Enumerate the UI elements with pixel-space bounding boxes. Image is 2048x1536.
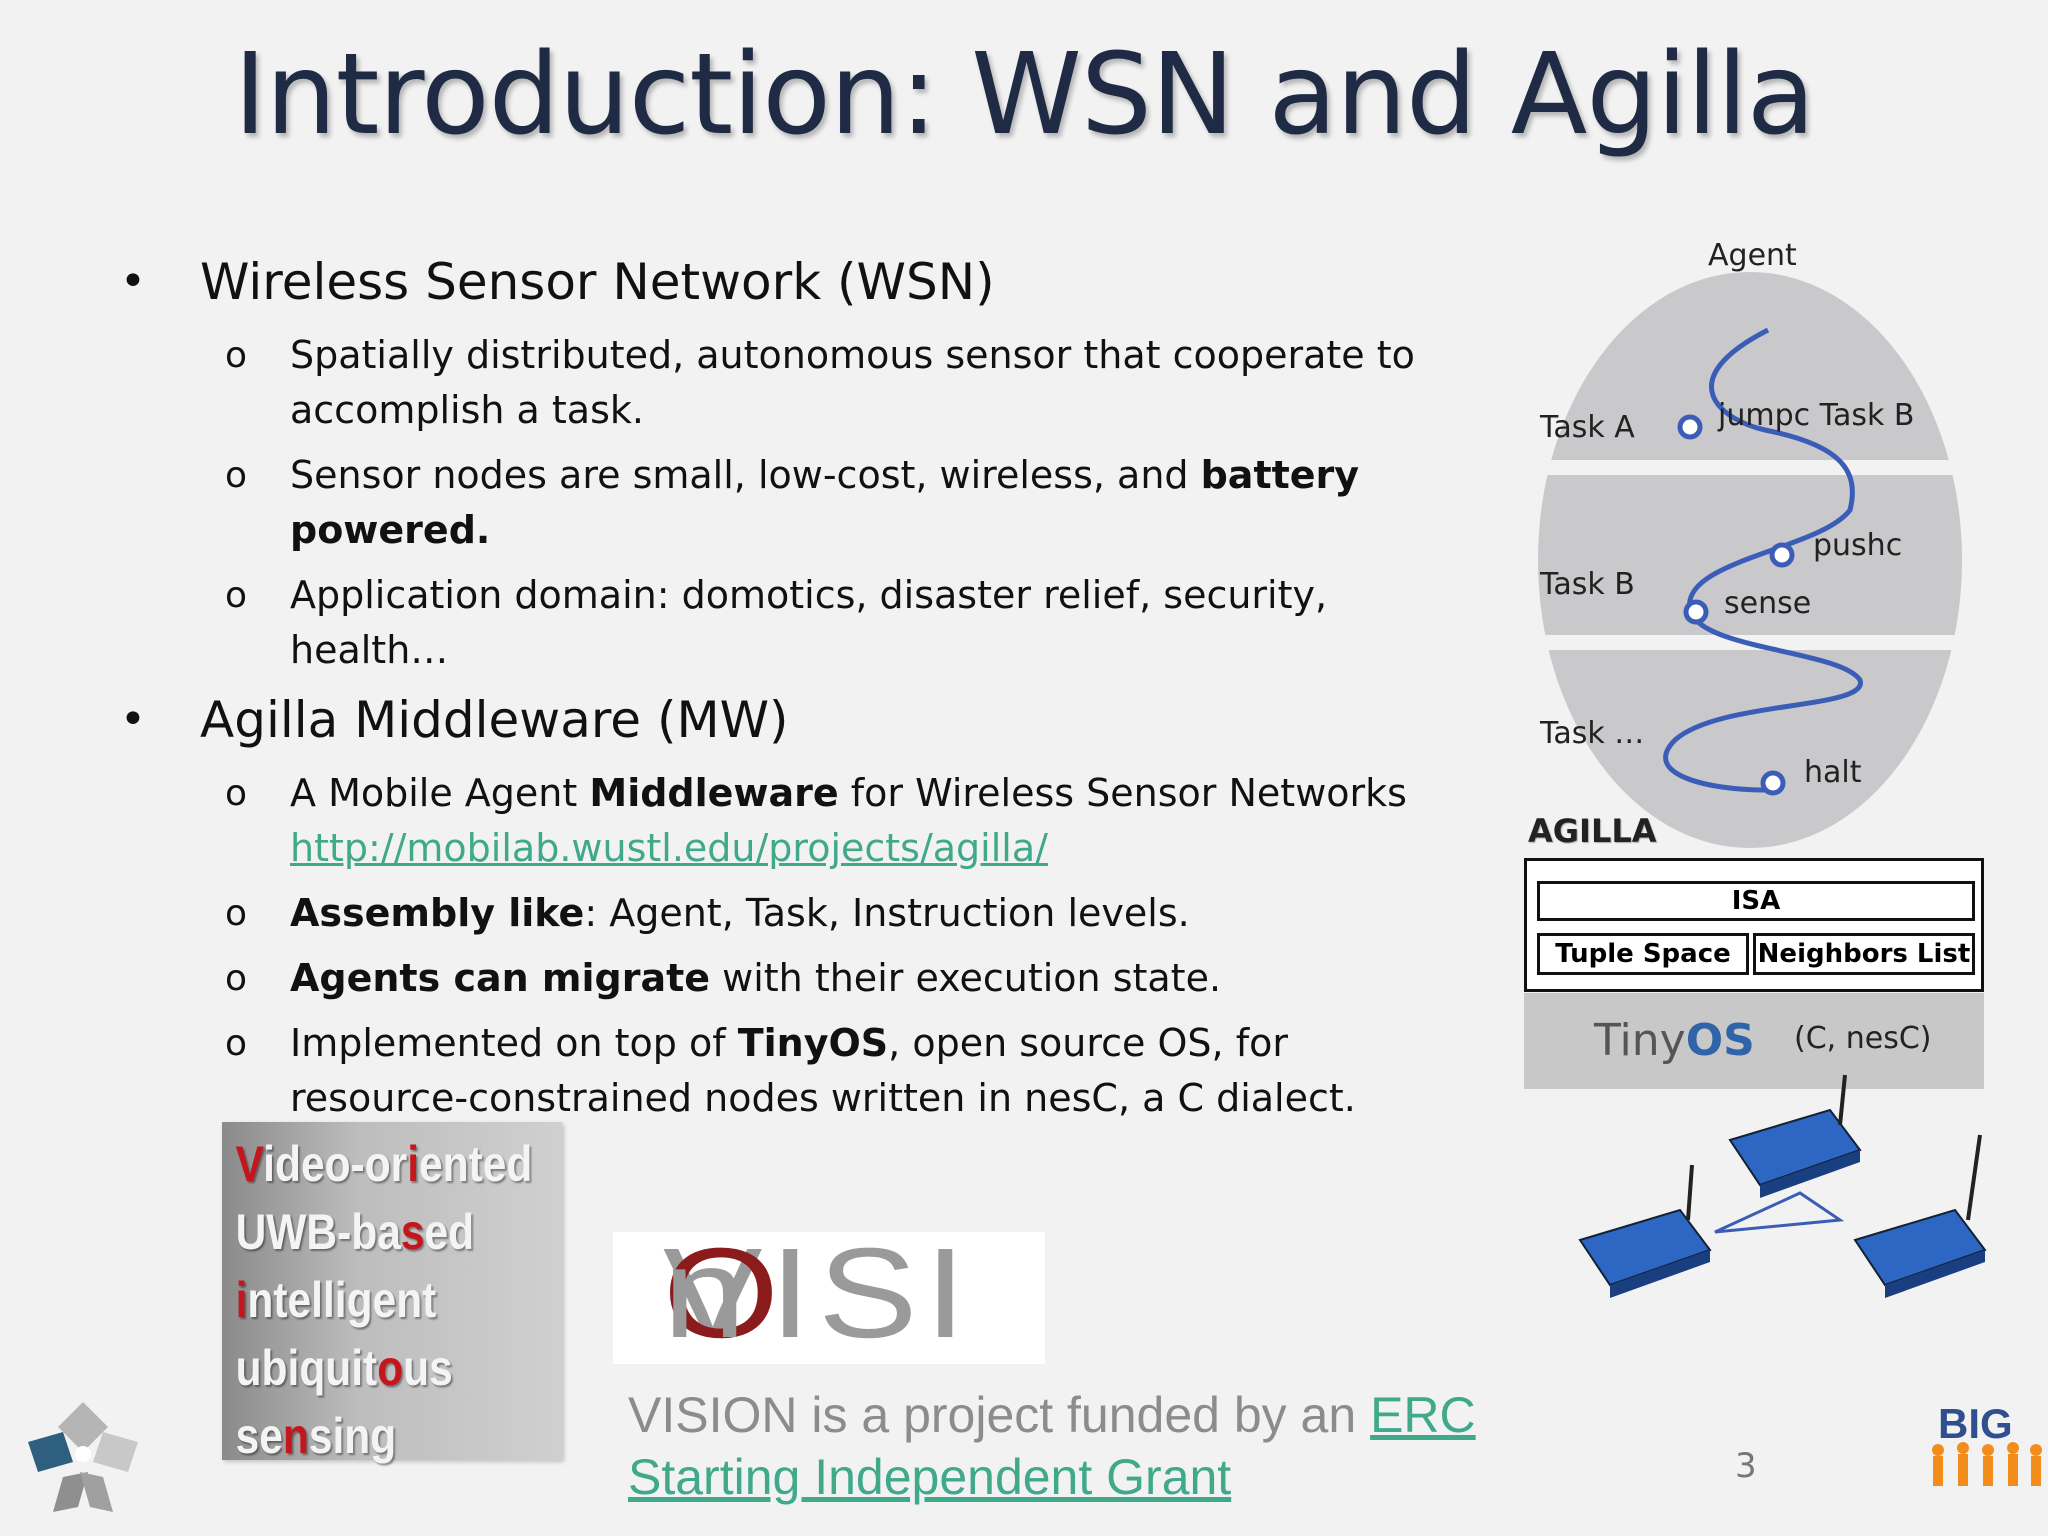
sub-bullet: o Sensor nodes are small, low-cost, wire… <box>120 448 1470 558</box>
instr-node-sense <box>1683 599 1709 625</box>
agilla-stack: ISA Tuple Space Neighbors List <box>1524 858 1984 992</box>
tinyos-layer: TinyOS (C, nesC) <box>1524 993 1984 1089</box>
acronym-text: ubiquit <box>235 1340 378 1396</box>
sub-bullet-marker: o <box>225 575 248 616</box>
acronym-text: ntelligent <box>247 1272 437 1328</box>
slide-title: Introduction: WSN and Agilla <box>233 30 1816 160</box>
wsn-heading: Wireless Sensor Network (WSN) <box>200 253 995 311</box>
vision-acronym-box: Video-oriented UWB-based intelligent ubi… <box>222 1122 562 1464</box>
acronym-letter: n <box>282 1408 309 1464</box>
sub-bullet-marker: o <box>225 958 248 999</box>
neighbors-list-block: Neighbors List <box>1753 933 1975 975</box>
agilla-item-1-bold: Middleware <box>589 771 839 815</box>
wsn-item-3: Application domain: domotics, disaster r… <box>290 573 1328 672</box>
sub-bullet: o Spatially distributed, autonomous sens… <box>120 328 1470 438</box>
agent-ellipse <box>1538 272 1962 848</box>
vision-logo-b: O <box>662 1222 787 1365</box>
wsn-item-2-text: Sensor nodes are small, low-cost, wirele… <box>290 453 1201 497</box>
sub-bullet-marker: o <box>225 893 248 934</box>
erc-grant-link[interactable]: ERC Starting Independent Grant <box>628 1387 1476 1505</box>
acronym-line: intelligent <box>222 1266 511 1334</box>
sensor-mote-icon <box>1578 1164 1712 1298</box>
sub-bullet-marker: o <box>225 455 248 496</box>
agilla-item-1-text: A Mobile Agent <box>290 771 590 815</box>
task-etc-label: Task … <box>1540 716 1645 751</box>
acronym-text: ented <box>419 1136 533 1192</box>
sub-bullet-marker: o <box>225 1023 248 1064</box>
sub-bullet: o Application domain: domotics, disaster… <box>120 568 1470 678</box>
agilla-item-1-post: for Wireless Sensor Networks <box>838 771 1407 815</box>
funding-note: VISION is a project funded by an ERC Sta… <box>628 1384 1528 1508</box>
sub-bullet: o Implemented on top of TinyOS, open sou… <box>120 1016 1470 1126</box>
sensor-mote-icon <box>1728 1074 1862 1198</box>
agilla-heading: Agilla Middleware (MW) <box>200 691 789 749</box>
isa-block: ISA <box>1537 881 1975 921</box>
task-a-label: Task A <box>1540 410 1635 445</box>
agent-diagram <box>1538 272 1962 848</box>
sensor-network-image <box>1578 1074 1987 1298</box>
sub-bullet-marker: o <box>225 773 248 814</box>
sensor-mote-icon <box>1853 1134 1987 1298</box>
acronym-line: Video-oriented <box>222 1130 533 1198</box>
agent-label: Agent <box>1708 238 1797 273</box>
acronym-letter: i <box>407 1136 420 1192</box>
acronym-line: sensing <box>222 1402 511 1470</box>
tinyos-logo-b: OS <box>1685 1015 1755 1066</box>
instr-sense: sense <box>1724 586 1812 621</box>
funding-text: VISION is a project funded by an <box>628 1387 1371 1443</box>
acronym-letter: i <box>235 1272 248 1328</box>
sub-bullet: o Agents can migrate with their executio… <box>120 951 1470 1006</box>
bullet-dot: • <box>120 256 146 307</box>
agilla-item-4-post: , open source OS, for resource-constrain… <box>290 1021 1356 1120</box>
agilla-item-2-bold: Assembly like <box>290 891 585 935</box>
acronym-letter: s <box>400 1204 425 1260</box>
radio-link <box>1714 1191 1845 1234</box>
sub-bullet-marker: o <box>225 335 248 376</box>
vision-logo-a: VISI <box>662 1222 974 1365</box>
wsn-item-2-bold: battery powered. <box>290 453 1360 552</box>
tinyos-languages: (C, nesC) <box>1794 1021 1932 1056</box>
agilla-item-3-bold: Agents can migrate <box>290 956 711 1000</box>
instr-halt: halt <box>1804 755 1862 790</box>
acronym-letter: o <box>377 1340 404 1396</box>
tuple-space-block: Tuple Space <box>1537 933 1749 975</box>
tinyos-logo-a: Tiny <box>1594 1015 1686 1066</box>
sub-bullet: o A Mobile Agent Middleware for Wireless… <box>120 766 1470 876</box>
page-number: 3 <box>1735 1446 1757 1486</box>
bullet-wsn: • Wireless Sensor Network (WSN) <box>120 250 1470 314</box>
instr-pushc: pushc <box>1813 528 1903 563</box>
tinyos-logo: TinyOS <box>1594 1015 1755 1066</box>
acronym-text: UWB-ba <box>235 1204 401 1260</box>
agilla-item-4-text: Implemented on top of <box>290 1021 738 1065</box>
wsn-item-1: Spatially distributed, autonomous sensor… <box>290 333 1415 432</box>
bullet-dot: • <box>120 694 146 745</box>
acronym-letter: V <box>235 1136 264 1192</box>
acronym-text: sing <box>308 1408 397 1464</box>
sub-bullet: o Assembly like: Agent, Task, Instructio… <box>120 886 1470 941</box>
vision-logo-c: n <box>662 1222 753 1365</box>
instr-node-halt <box>1760 770 1786 796</box>
acronym-text: us <box>403 1340 453 1396</box>
instr-node-jumpc <box>1677 414 1703 440</box>
university-logo-icon <box>28 1402 138 1512</box>
agilla-project-link[interactable]: http://mobilab.wustl.edu/projects/agilla… <box>290 826 1048 870</box>
slide-content: • Wireless Sensor Network (WSN) o Spatia… <box>120 250 1470 1136</box>
acronym-text: se <box>235 1408 283 1464</box>
agilla-label: AGILLA <box>1528 812 1657 850</box>
task-b-label: Task B <box>1540 567 1635 602</box>
big-logo-icon: BIG <box>1932 1400 2042 1486</box>
instr-jumpc: jumpc Task B <box>1718 398 1915 433</box>
agilla-item-4-bold: TinyOS <box>737 1021 889 1065</box>
acronym-line: ubiquitous <box>222 1334 511 1402</box>
svg-text:BIG: BIG <box>1938 1400 2013 1447</box>
bullet-agilla: • Agilla Middleware (MW) <box>120 688 1470 752</box>
instr-node-pushc <box>1769 542 1795 568</box>
agilla-item-3-text: with their execution state. <box>710 956 1222 1000</box>
agilla-item-2-text: : Agent, Task, Instruction levels. <box>584 891 1190 935</box>
acronym-line: UWB-based <box>222 1198 511 1266</box>
acronym-text: ideo-or <box>263 1136 408 1192</box>
acronym-text: ed <box>424 1204 475 1260</box>
